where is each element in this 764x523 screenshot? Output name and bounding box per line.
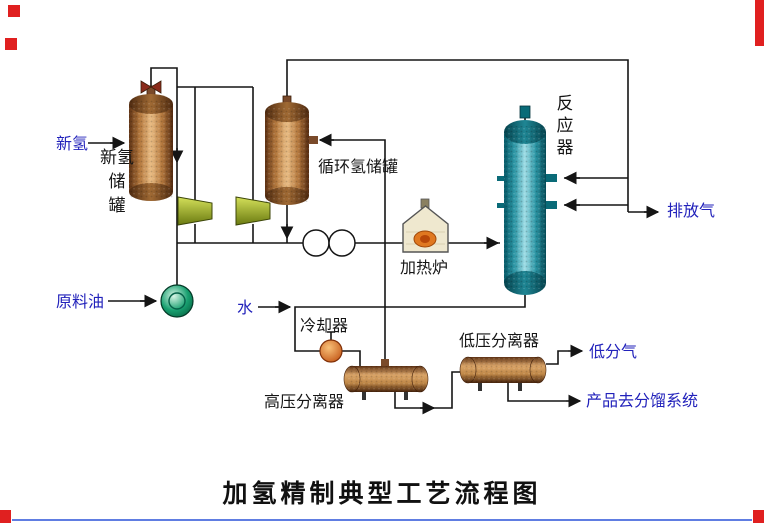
flow-arrows (110, 133, 660, 415)
label-lp-separator: 低压分离器 (459, 331, 540, 350)
hp-separator-vessel (343, 359, 429, 400)
bottom-rule (12, 519, 752, 521)
label-recycle-h2-tank: 循环氢储罐 (318, 157, 399, 176)
recycle-h2-tank-vessel (265, 95, 318, 205)
compressor-2 (235, 196, 271, 226)
furnace-symbol (402, 198, 449, 253)
label-water: 水 (237, 298, 254, 317)
feed-pump (160, 284, 194, 318)
label-feed-oil: 原料油 (56, 292, 105, 311)
diagram-title: 加氢精制典型工艺流程图 (222, 479, 542, 508)
label-furnace: 加热炉 (400, 258, 449, 277)
reactor-vessel (497, 105, 557, 295)
lp-separator-vessel (459, 356, 547, 391)
fresh-h2-tank-vessel (129, 80, 173, 201)
label-cooler: 冷却器 (300, 316, 349, 335)
cooler-symbol (319, 339, 343, 363)
label-lp-gas: 低分气 (589, 342, 638, 361)
label-fresh-h2: 新氢 (56, 134, 89, 153)
label-reactor: 反 应 器 (556, 94, 574, 159)
label-vent-gas: 排放气 (667, 201, 716, 220)
heat-exchangers (302, 229, 356, 257)
label-product: 产品去分馏系统 (586, 391, 699, 410)
compressor-1 (177, 196, 213, 226)
label-fresh-h2-tank: 新氢 储 罐 (100, 148, 134, 216)
label-hp-separator: 高压分离器 (264, 392, 345, 411)
